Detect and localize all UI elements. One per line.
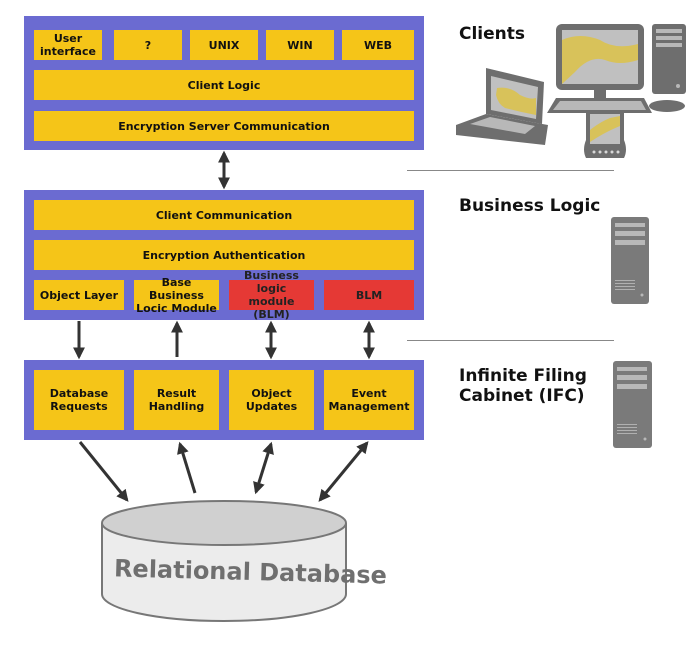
client-user-interface: User interface	[34, 30, 102, 60]
client-communication: Client Communication	[34, 200, 414, 230]
separator-line	[407, 340, 614, 341]
arrow-db-events	[318, 441, 369, 502]
database-cylinder	[101, 500, 347, 622]
business-server-icon	[611, 217, 649, 304]
arrow-db-results	[177, 441, 197, 494]
business-logic-layer: Client Communication Encryption Authenti…	[24, 190, 424, 321]
client-logic: Client Logic	[34, 70, 414, 100]
tier-label-ifc: Infinite Filing Cabinet (IFC)	[459, 366, 587, 406]
arrow-db-requests	[78, 441, 129, 502]
database-requests-module: Database Requests	[34, 370, 124, 430]
arrow-db-updates	[253, 441, 274, 495]
object-layer-module: Object Layer	[34, 280, 124, 310]
clients-layer: User interface ? UNIX WIN WEB Client Log…	[24, 16, 424, 150]
pda-icon	[584, 110, 626, 158]
encryption-server-communication: Encryption Server Communication	[34, 111, 414, 141]
desktop-tower-icon	[649, 24, 686, 112]
client-unix: UNIX	[190, 30, 258, 60]
laptop-icon	[456, 68, 548, 145]
tier-label-business: Business Logic	[459, 196, 601, 216]
tier-label-clients: Clients	[459, 24, 526, 44]
desktop-monitor-icon	[547, 24, 652, 113]
ifc-server-icon	[613, 361, 652, 448]
result-handling-module: Result Handling	[134, 370, 219, 430]
blm-module: BLM	[324, 280, 414, 310]
object-updates-module: Object Updates	[229, 370, 314, 430]
separator-line	[407, 170, 614, 171]
client-win: WIN	[266, 30, 334, 60]
event-management-module: Event Management	[324, 370, 414, 430]
ifc-layer: Database Requests Result Handling Object…	[24, 360, 424, 440]
encryption-authentication: Encryption Authentication	[34, 240, 414, 270]
client-unknown: ?	[114, 30, 182, 60]
client-web: WEB	[342, 30, 414, 60]
